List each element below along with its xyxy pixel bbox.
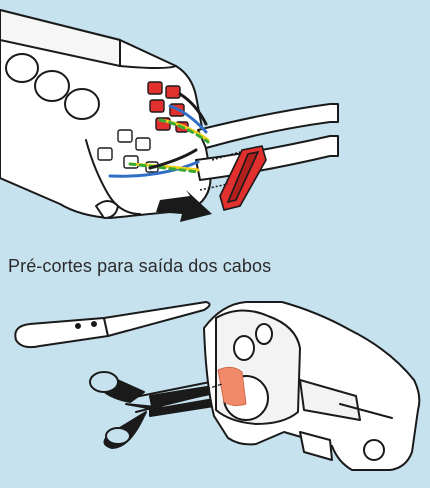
terminal-block	[147, 81, 189, 133]
push-arrow	[156, 190, 212, 222]
precut-marker	[217, 366, 247, 407]
power-strip-wiring-illustration	[0, 9, 339, 222]
outlet-row	[5, 53, 100, 120]
precut-caption: Pré-cortes para saída dos cabos	[8, 256, 272, 276]
cable-clamp	[199, 145, 267, 211]
cable-top	[197, 103, 339, 149]
knife-icon	[14, 301, 211, 349]
scissors-icon	[89, 371, 233, 449]
end-cap-housing	[203, 301, 421, 471]
